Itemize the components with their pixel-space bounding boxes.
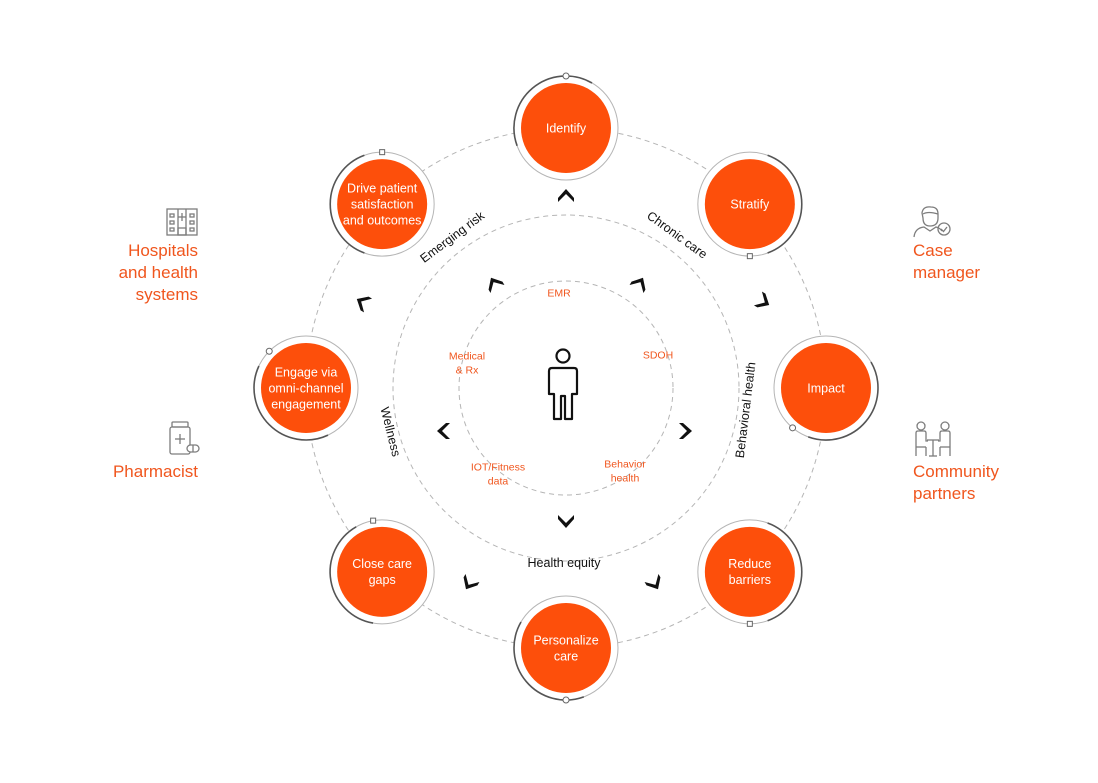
stage-node-fill: [261, 343, 351, 433]
flow-arrow-8: [356, 296, 373, 313]
flow-arrow-chronic: [629, 277, 646, 294]
pharmacy-icon: [169, 421, 200, 455]
flow-arrow-6: [463, 573, 480, 590]
flow-arrow-7: [437, 423, 450, 439]
stakeholder-community-partners: Community partners: [913, 462, 999, 503]
node-marker: [562, 696, 570, 704]
stage-node-fill: [337, 526, 428, 617]
flow-arrow-2: [753, 291, 770, 308]
data-source-label: SDOH: [643, 350, 673, 362]
flow-arrow-emerging: [488, 277, 505, 294]
data-source-label: Medical& Rx: [449, 351, 485, 377]
stakeholder-hospitals: Hospitals and health systems: [118, 241, 198, 304]
node-marker: [562, 72, 570, 80]
stakeholder-pharmacist: Pharmacist: [112, 462, 198, 481]
stage-node-fill: [781, 343, 871, 433]
node-marker: [746, 253, 753, 260]
focus-area-label: Behavioral health: [733, 361, 759, 459]
stage-label: Identify: [546, 121, 587, 135]
focus-area-label: Wellness: [377, 406, 403, 458]
community-icon: [915, 421, 951, 457]
flow-arrow-5: [558, 515, 574, 528]
stage-node-fill: [704, 159, 795, 250]
stage-node-fill: [521, 83, 611, 173]
node-marker: [265, 347, 273, 355]
stage-label: Stratify: [730, 198, 770, 212]
flow-arrow-1: [558, 189, 574, 202]
hospital-icon: [166, 208, 198, 236]
node-marker: [789, 424, 797, 432]
stage-node-2[interactable]: Stratify: [697, 151, 803, 260]
node-marker: [370, 517, 377, 524]
stage-node-1[interactable]: Identify: [513, 72, 619, 181]
stage-node-fill: [704, 526, 795, 617]
node-marker: [746, 620, 753, 627]
focus-area-label: Health equity: [528, 556, 602, 570]
middle-ring: [392, 214, 740, 562]
stage-node-fill: [337, 159, 428, 250]
case-manager-icon: [913, 206, 951, 238]
node-marker: [379, 149, 386, 156]
inner-ring: [458, 280, 674, 496]
stage-node-3[interactable]: Impact: [773, 335, 879, 441]
stakeholder-case-manager: Case manager: [913, 241, 981, 282]
flow-arrow-3: [679, 423, 692, 439]
person-icon: [547, 348, 579, 421]
flow-arrow-4: [644, 573, 661, 590]
data-source-label: EMR: [547, 288, 571, 300]
stage-node-fill: [521, 603, 611, 693]
stage-label: Impact: [807, 381, 845, 395]
